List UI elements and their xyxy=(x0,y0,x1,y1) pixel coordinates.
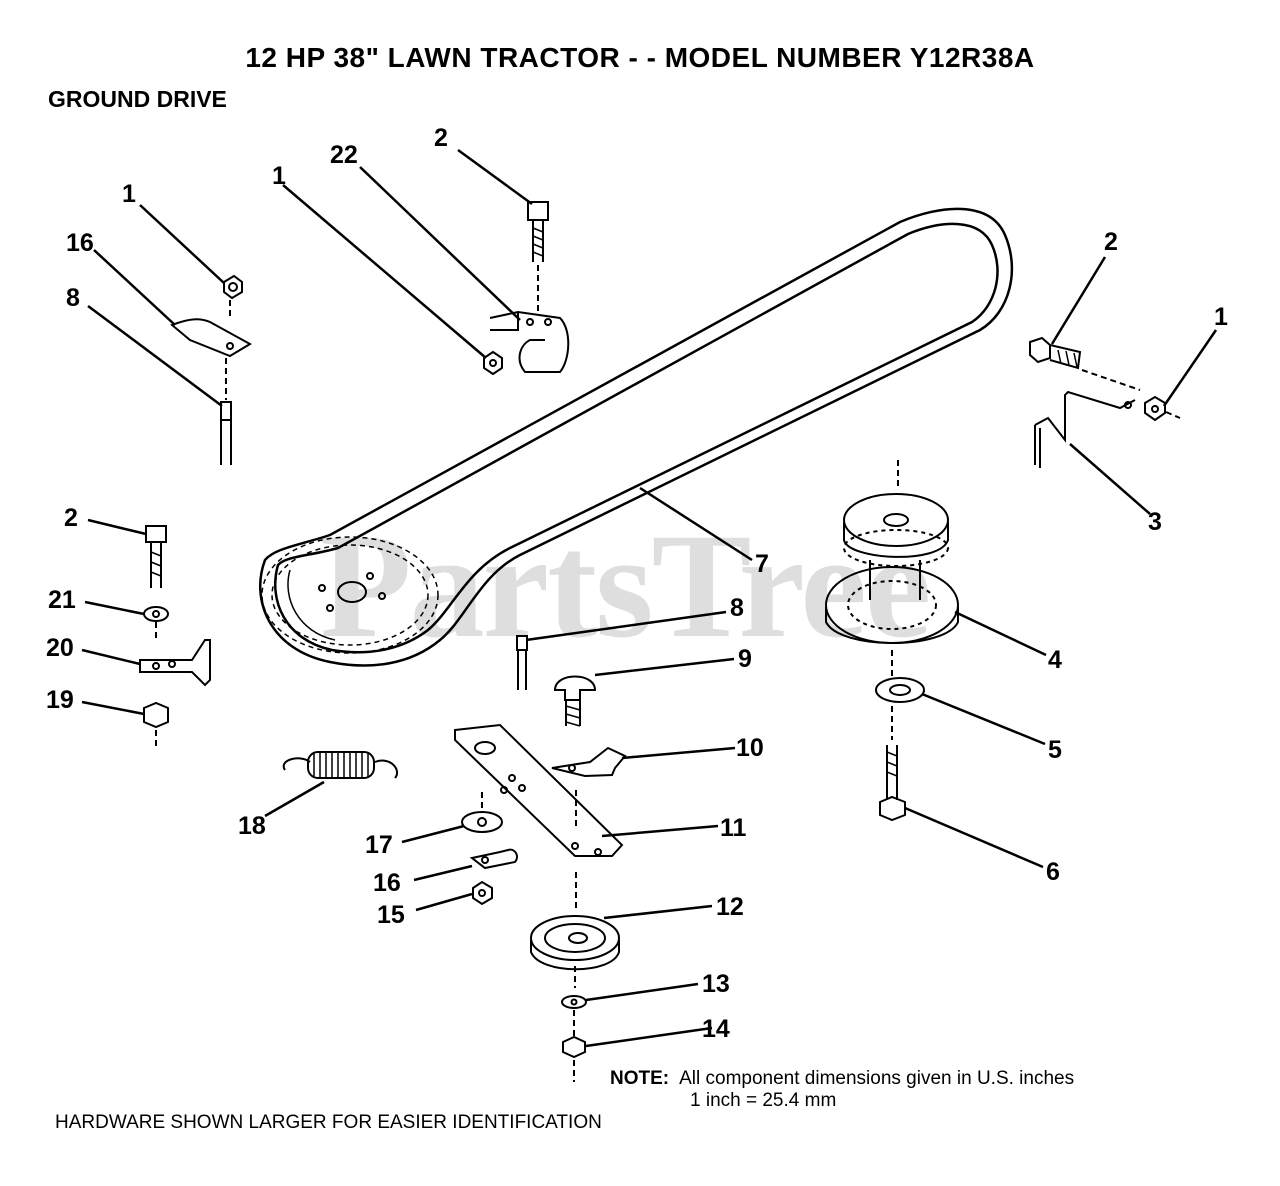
callout-3: 3 xyxy=(1148,508,1162,536)
callout-11: 11 xyxy=(720,814,747,842)
engine-pulley xyxy=(825,460,959,822)
callout-14: 14 xyxy=(702,1015,730,1043)
callout-10: 10 xyxy=(736,734,764,762)
callout-6: 6 xyxy=(1046,858,1060,886)
callout-18: 18 xyxy=(238,812,266,840)
callout-4: 4 xyxy=(1048,646,1062,674)
page-title: 12 HP 38" LAWN TRACTOR - - MODEL NUMBER … xyxy=(245,42,1035,73)
callout-16-top: 16 xyxy=(66,229,94,257)
callout-20: 20 xyxy=(46,634,74,662)
transaxle-pulley xyxy=(261,536,439,654)
note-line-1: All component dimensions given in U.S. i… xyxy=(679,1068,1075,1089)
idler-arm-assembly xyxy=(454,635,627,1082)
belt-guide-lower-left xyxy=(139,525,211,750)
callout-labels: 2 22 1 1 16 8 2 1 3 7 4 2 21 20 19 8 9 5… xyxy=(46,124,1228,1043)
callout-8-mid: 8 xyxy=(730,594,744,622)
callout-17: 17 xyxy=(365,831,393,859)
hardware-footnote: HARDWARE SHOWN LARGER FOR EASIER IDENTIF… xyxy=(55,1112,602,1133)
callout-12: 12 xyxy=(716,893,744,921)
section-subtitle: GROUND DRIVE xyxy=(48,86,227,112)
leader-lines xyxy=(81,148,1218,1048)
callout-13: 13 xyxy=(702,970,730,998)
callout-5: 5 xyxy=(1048,736,1062,764)
drive-belt xyxy=(259,207,1014,667)
idler-spring xyxy=(282,751,398,779)
callout-15: 15 xyxy=(377,901,405,929)
transaxle-pulley-hub xyxy=(318,572,386,612)
belt-guide-bracket-center xyxy=(483,201,570,376)
callout-22: 22 xyxy=(330,141,358,169)
belt-guide-bracket-left xyxy=(170,274,253,465)
callout-19: 19 xyxy=(46,686,74,714)
callout-2-top: 2 xyxy=(434,124,448,152)
callout-21: 21 xyxy=(48,586,76,614)
belt-guide-right xyxy=(1029,336,1181,468)
watermark: PartsTree xyxy=(320,503,931,669)
callout-1-right: 1 xyxy=(1214,303,1228,331)
callout-2-right: 2 xyxy=(1104,228,1118,256)
callout-7: 7 xyxy=(755,550,769,578)
callout-9: 9 xyxy=(738,645,752,673)
note-line-2: 1 inch = 25.4 mm xyxy=(690,1090,837,1111)
dimension-note: NOTE: All component dimensions given in U… xyxy=(610,1068,1074,1112)
callout-2-left: 2 xyxy=(64,504,78,532)
callout-1-center: 1 xyxy=(272,162,286,190)
callout-8-top: 8 xyxy=(66,284,80,312)
callout-1-left: 1 xyxy=(122,180,136,208)
callout-16-lower: 16 xyxy=(373,869,401,897)
note-label: NOTE: xyxy=(610,1068,670,1089)
